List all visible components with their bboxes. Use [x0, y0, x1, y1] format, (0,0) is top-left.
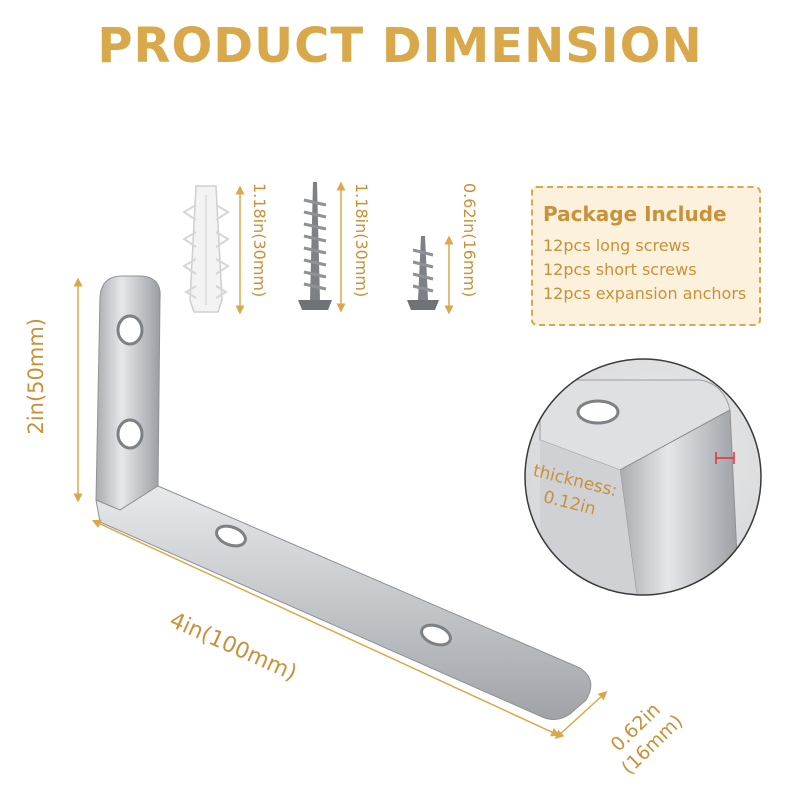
package-title: Package Include	[543, 202, 727, 226]
height-label: 2in(50mm)	[24, 318, 48, 435]
length-arrow	[91, 519, 561, 737]
package-item: 12pcs expansion anchors	[543, 284, 747, 303]
expansion-anchor-icon	[182, 185, 230, 313]
package-item: 12pcs short screws	[543, 260, 697, 279]
long-screw-icon	[298, 182, 332, 310]
l-bracket-icon	[95, 275, 592, 720]
short-screw-length-label: 0.62in(16mm)	[460, 183, 479, 298]
package-include-box: Package Include 12pcs long screws 12pcs …	[531, 186, 761, 326]
package-item: 12pcs long screws	[543, 236, 690, 255]
thickness-zoom-circle	[524, 358, 762, 596]
page-title: PRODUCT DIMENSION	[97, 18, 703, 74]
short-screw-icon	[407, 236, 439, 310]
long-screw-length-label: 1.18in(30mm)	[352, 183, 371, 298]
anchor-length-label: 1.18in(30mm)	[250, 183, 269, 298]
thickness-marker	[715, 452, 735, 464]
width-arrow	[554, 690, 608, 740]
